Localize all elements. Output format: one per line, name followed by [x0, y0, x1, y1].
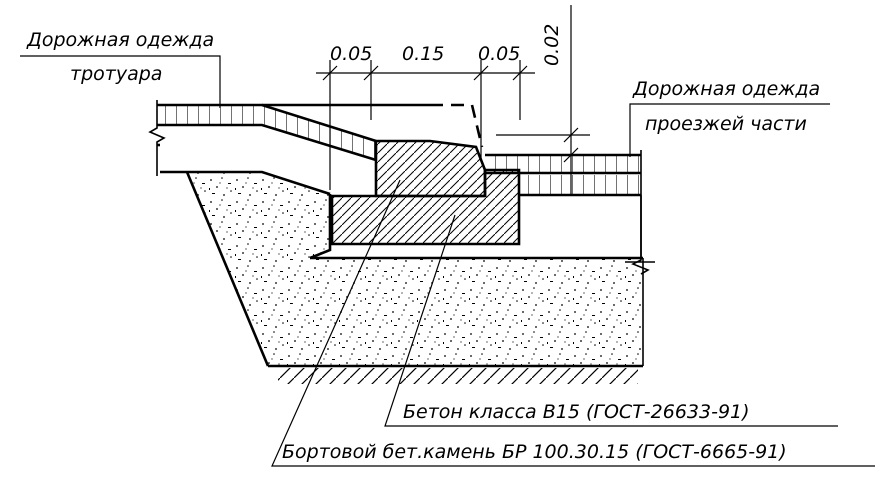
- roadway-pavement-label-line1: Дорожная одежда: [632, 78, 820, 100]
- sidewalk-pavement-label-line1: Дорожная одежда: [26, 29, 214, 51]
- dimension-0-15: 0.15: [402, 43, 444, 65]
- dimension-0-02: 0.02: [541, 24, 563, 66]
- dimension-0-05-right: 0.05: [478, 43, 520, 65]
- sand-base-lower: [268, 258, 643, 366]
- section-outlines: [148, 100, 655, 368]
- sidewalk-tiles: [157, 105, 262, 125]
- dimension-lines: [316, 5, 590, 195]
- roadway-pavement-label-line2: проезжей части: [645, 113, 807, 135]
- ground-hatch: [278, 368, 638, 384]
- dimension-0-05-left: 0.05: [330, 43, 372, 65]
- leader-lines: [20, 55, 875, 467]
- concrete-class-note: Бетон класса B15 (ГОСТ-26633-91): [403, 401, 750, 423]
- curb-stone-note: Бортовой бет.камень БР 100.30.15 (ГОСТ-6…: [282, 441, 787, 463]
- sidewalk-pavement-label-line2: тротуара: [70, 63, 162, 85]
- roadway-tiles-lower: [519, 175, 641, 195]
- sidewalk-tiles-sloped: [262, 105, 376, 160]
- curb-stone: [374, 139, 487, 198]
- roadway-tiles-top: [485, 155, 641, 173]
- sand-base-sidewalk: [187, 172, 330, 366]
